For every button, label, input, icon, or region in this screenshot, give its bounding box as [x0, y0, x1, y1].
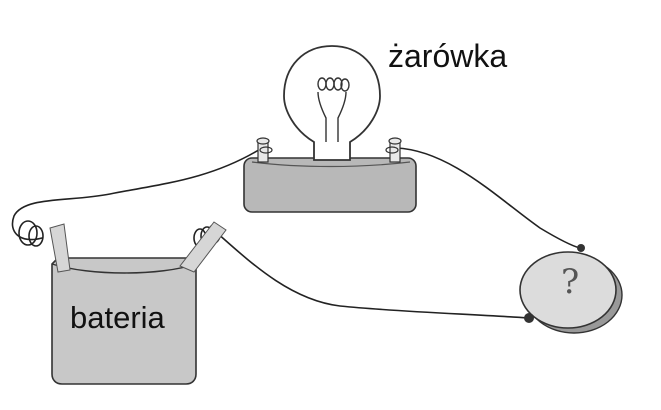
wires: [11, 147, 581, 319]
unknown-body: [519, 251, 617, 329]
bulb-socket: [243, 137, 417, 213]
unknown-top-contact: [577, 244, 585, 252]
wire-battery-right-to-unknown: [215, 231, 529, 319]
battery-body: [51, 257, 197, 385]
socket-top-edge: [251, 161, 411, 168]
wire-battery-left-to-bulb: [11, 147, 263, 241]
socket-left-terminal: [256, 137, 273, 163]
battery-left-terminal: [49, 223, 71, 273]
battery-right-terminal: [179, 221, 227, 273]
wire-bulb-right-to-unknown: [395, 147, 581, 249]
socket-right-terminal: [385, 137, 402, 163]
bulb-glass: [283, 45, 381, 161]
light-bulb-icon: [283, 45, 381, 161]
battery-label: bateria: [70, 300, 165, 335]
battery-left-coil: [18, 220, 44, 247]
bulb-label: żarówka: [388, 38, 508, 74]
unknown-bottom-contact: [524, 313, 534, 323]
unknown-component-icon: [519, 244, 623, 334]
unknown-component-label: ?: [561, 262, 580, 302]
battery-icon: [49, 221, 227, 385]
bulb-filament: [317, 77, 350, 142]
